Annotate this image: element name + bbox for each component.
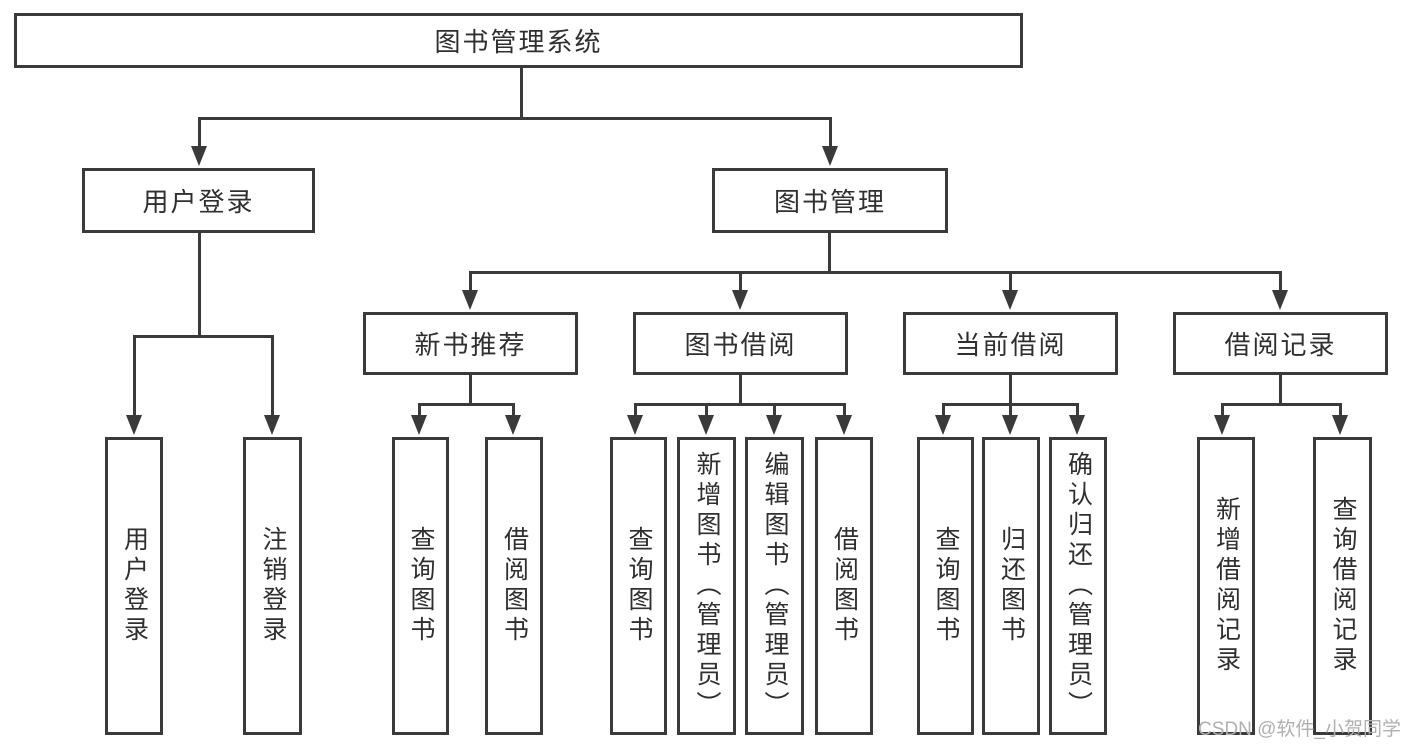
leaf-return-book: 归还图书 xyxy=(982,437,1040,735)
connector-line xyxy=(132,336,136,417)
node-current-borrowing: 当前借阅 xyxy=(903,312,1118,375)
node-label: 当前借阅 xyxy=(954,330,1067,360)
connector-line xyxy=(1338,404,1342,417)
leaf-borrow-books-recommend: 借阅图书 xyxy=(485,437,543,735)
connector-line xyxy=(738,375,742,406)
node-borrowing-records: 借阅记录 xyxy=(1173,312,1388,375)
connector-line xyxy=(842,404,846,417)
connector-line xyxy=(132,334,274,338)
leaf-user-login: 用户登录 xyxy=(105,437,163,735)
leaf-query-books-current: 查询图书 xyxy=(917,437,974,735)
leaf-query-books-borrowing: 查询图书 xyxy=(610,437,667,735)
leaf-edit-book-admin: 编辑图书（管理员） xyxy=(745,437,804,735)
arrow-down-icon xyxy=(1332,415,1348,435)
connector-line xyxy=(1075,404,1079,417)
connector-line xyxy=(468,270,1282,274)
node-label: 新书推荐 xyxy=(414,330,527,360)
node-book-management: 图书管理 xyxy=(712,168,948,233)
leaf-query-borrow-record: 查询借阅记录 xyxy=(1313,437,1372,735)
node-label: 借阅记录 xyxy=(1224,330,1337,360)
connector-line xyxy=(1008,272,1012,292)
node-user-login: 用户登录 xyxy=(82,168,315,233)
connector-line xyxy=(417,402,515,406)
leaf-logout: 注销登录 xyxy=(243,437,302,735)
arrow-down-icon xyxy=(126,415,142,435)
node-label: 归还图书 xyxy=(997,526,1026,646)
connector-line xyxy=(1220,402,1342,406)
connector-line xyxy=(1008,404,1012,417)
node-label: 注销登录 xyxy=(259,526,287,646)
arrow-down-icon xyxy=(1214,415,1230,435)
connector-line xyxy=(468,272,472,292)
connector-line xyxy=(941,404,945,417)
node-new-book-recommendation: 新书推荐 xyxy=(363,312,578,375)
connector-line xyxy=(772,404,776,417)
connector-line xyxy=(828,118,832,148)
arrow-down-icon xyxy=(698,415,714,435)
leaf-borrow-books-borrowing: 借阅图书 xyxy=(815,437,873,735)
arrow-down-icon xyxy=(732,290,748,310)
node-label: 确认归还（管理员） xyxy=(1064,451,1093,721)
leaf-confirm-return-admin: 确认归还（管理员） xyxy=(1049,437,1107,735)
arrow-down-icon xyxy=(264,415,280,435)
node-label: 新增图书（管理员） xyxy=(693,451,721,721)
node-label: 图书借阅 xyxy=(684,330,797,360)
connector-line xyxy=(827,233,831,274)
node-label: 查询借阅记录 xyxy=(1329,496,1357,676)
watermark: CSDN @软件_小贺同学 xyxy=(1198,719,1401,740)
connector-line xyxy=(519,68,523,120)
leaf-add-book-admin: 新增图书（管理员） xyxy=(677,437,736,735)
node-label: 查询图书 xyxy=(932,526,960,646)
connector-line xyxy=(197,118,201,148)
arrow-down-icon xyxy=(462,290,478,310)
connector-line xyxy=(1220,404,1224,417)
connector-line xyxy=(270,336,274,417)
arrow-down-icon xyxy=(766,415,782,435)
arrow-down-icon xyxy=(627,415,643,435)
arrow-down-icon xyxy=(1272,290,1288,310)
connector-line xyxy=(1008,375,1012,406)
node-label: 图书管理 xyxy=(773,187,886,217)
connector-line xyxy=(511,404,515,417)
arrow-down-icon xyxy=(822,146,838,166)
connector-line xyxy=(1278,375,1282,406)
node-label: 借阅图书 xyxy=(500,526,529,646)
node-label: 图书管理系统 xyxy=(434,27,603,57)
connector-line xyxy=(704,404,708,417)
arrow-down-icon xyxy=(1002,290,1018,310)
node-label: 新增借阅记录 xyxy=(1212,496,1241,676)
node-label: 用户登录 xyxy=(142,187,255,217)
connector-line xyxy=(197,233,201,338)
connector-line xyxy=(1278,272,1282,292)
node-library-management-system: 图书管理系统 xyxy=(14,13,1023,68)
node-label: 借阅图书 xyxy=(830,526,859,646)
connector-line xyxy=(468,375,472,406)
node-label: 查询图书 xyxy=(407,526,435,646)
arrow-down-icon xyxy=(935,415,951,435)
arrow-down-icon xyxy=(411,415,427,435)
node-label: 编辑图书（管理员） xyxy=(761,451,789,721)
arrow-down-icon xyxy=(836,415,852,435)
connector-line xyxy=(738,272,742,292)
leaf-query-books-recommend: 查询图书 xyxy=(392,437,449,735)
leaf-add-borrow-record: 新增借阅记录 xyxy=(1197,437,1255,735)
connector-line xyxy=(633,402,846,406)
connector-line xyxy=(197,116,832,120)
arrow-down-icon xyxy=(505,415,521,435)
node-label: 查询图书 xyxy=(625,526,653,646)
arrow-down-icon xyxy=(1069,415,1085,435)
node-label: 用户登录 xyxy=(120,526,149,646)
connector-line xyxy=(633,404,637,417)
node-book-borrowing: 图书借阅 xyxy=(633,312,848,375)
connector-line xyxy=(417,404,421,417)
arrow-down-icon xyxy=(1002,415,1018,435)
arrow-down-icon xyxy=(191,146,207,166)
